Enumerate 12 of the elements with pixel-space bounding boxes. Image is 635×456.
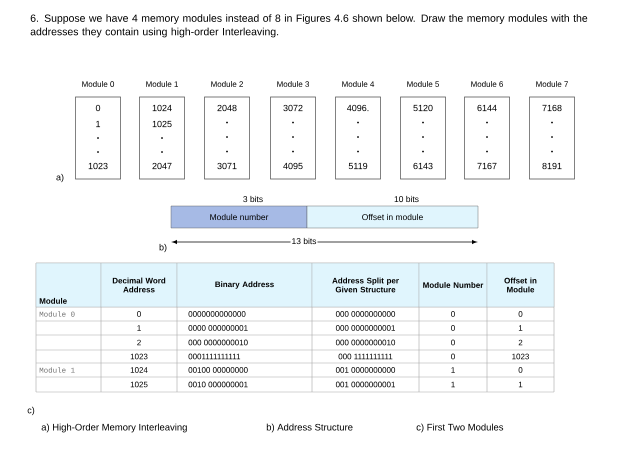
bit-count: 10 bits [394,196,419,202]
caption: b) Address Structure [266,424,353,432]
address-field: Offset in module [306,206,478,228]
title: 6. Suppose we have 4 memory modules instead of 8 in Figures 4.6 shown below. Draw the memory modules with the addresses they contain using high-order Interleaving. [30,14,588,38]
address-field: Module number [170,206,308,228]
panel-letter: c) [28,406,34,416]
panel-letter: b) [160,244,166,252]
dimension-label: 13 bits [290,236,318,246]
caption: c) First Two Modules [416,424,504,432]
panel-letter: a) [56,174,64,182]
caption: a) High-Order Memory Interleaving [42,424,187,432]
bit-count: 3 bits [243,196,263,202]
